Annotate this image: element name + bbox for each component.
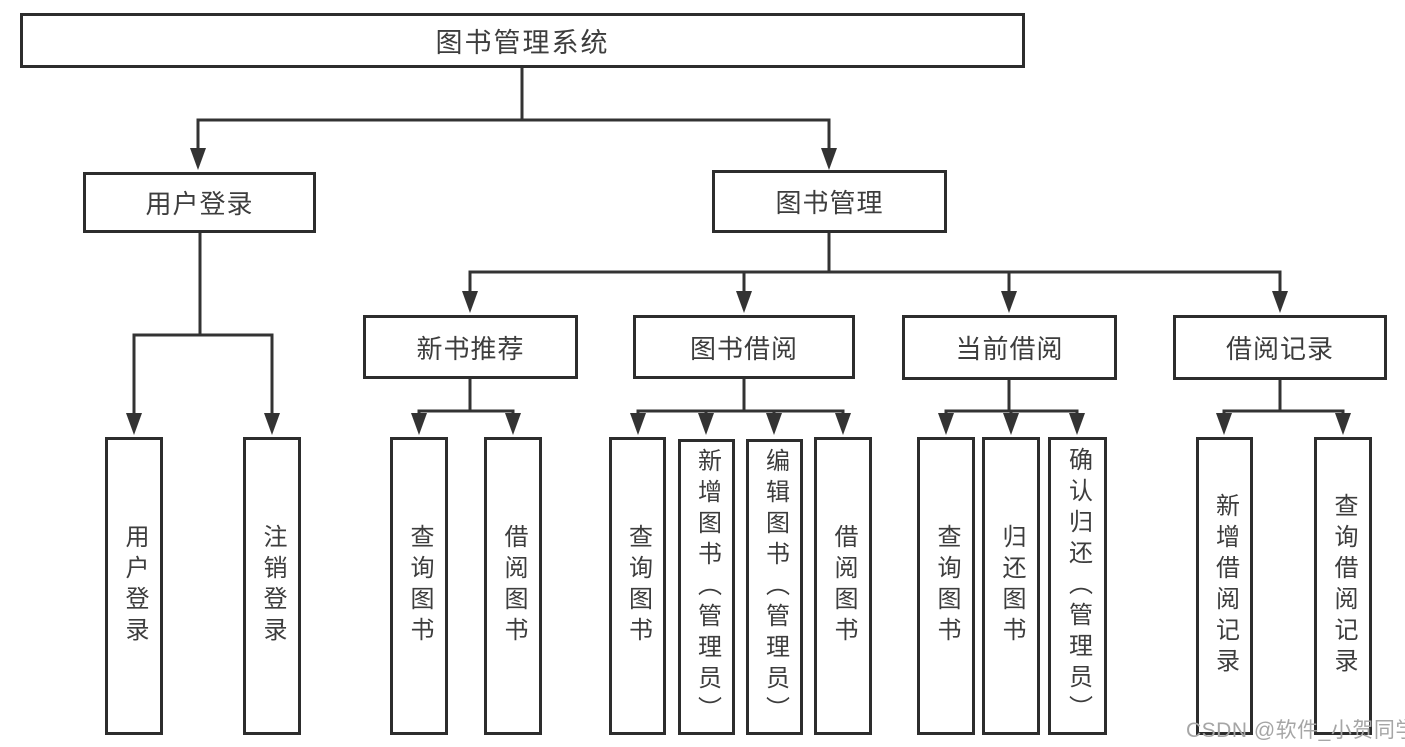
leaf-edit-book-admin-label: 编辑图书（管理员） <box>761 447 789 727</box>
leaf-add-borrow-record-label: 新增借阅记录 <box>1211 493 1239 679</box>
node-user-login-label: 用户登录 <box>145 189 254 219</box>
leaf-confirm-return-admin: 确认归还（管理员） <box>1048 437 1107 735</box>
node-new-book-recommend: 新书推荐 <box>363 315 578 379</box>
leaf-logout-label: 注销登录 <box>259 524 286 648</box>
leaf-edit-book-admin: 编辑图书（管理员） <box>746 439 803 735</box>
leaf-add-borrow-record: 新增借阅记录 <box>1196 437 1253 735</box>
node-new-book-recommend-label: 新书推荐 <box>416 333 525 364</box>
node-book-management: 图书管理 <box>712 170 947 233</box>
leaf-query-books-2: 查询图书 <box>609 437 666 735</box>
leaf-query-books-3-label: 查询图书 <box>933 524 960 648</box>
leaf-user-login-label: 用户登录 <box>121 524 148 648</box>
node-borrow-records: 借阅记录 <box>1173 315 1387 380</box>
leaf-query-books-3: 查询图书 <box>917 437 975 735</box>
leaf-query-borrow-record: 查询借阅记录 <box>1314 437 1372 735</box>
leaf-query-books-2-label: 查询图书 <box>624 524 652 648</box>
leaf-borrow-books-1-label: 借阅图书 <box>500 524 527 648</box>
leaf-add-book-admin-label: 新增图书（管理员） <box>693 447 721 727</box>
leaf-borrow-books-2: 借阅图书 <box>814 437 872 735</box>
node-book-borrow-label: 图书借阅 <box>689 333 798 364</box>
node-library-system: 图书管理系统 <box>20 13 1025 68</box>
leaf-add-book-admin: 新增图书（管理员） <box>678 439 735 735</box>
node-library-system-label: 图书管理系统 <box>435 28 610 58</box>
leaf-query-books-1-label: 查询图书 <box>406 524 433 648</box>
node-current-borrow-label: 当前借阅 <box>955 334 1064 364</box>
leaf-query-borrow-record-label: 查询借阅记录 <box>1330 493 1357 679</box>
leaf-return-book-label: 归还图书 <box>998 524 1025 648</box>
leaf-confirm-return-admin-label: 确认归还（管理员） <box>1064 446 1092 726</box>
leaf-borrow-books-1: 借阅图书 <box>484 437 542 735</box>
leaf-logout: 注销登录 <box>243 437 301 735</box>
node-book-borrow: 图书借阅 <box>633 315 855 379</box>
watermark: CSDN @软件_小贺同学 <box>1186 719 1405 742</box>
node-book-management-label: 图书管理 <box>775 188 884 218</box>
node-current-borrow: 当前借阅 <box>902 315 1117 380</box>
leaf-query-books-1: 查询图书 <box>390 437 448 735</box>
leaf-user-login: 用户登录 <box>105 437 163 735</box>
node-borrow-records-label: 借阅记录 <box>1225 334 1334 364</box>
leaf-return-book: 归还图书 <box>982 437 1040 735</box>
node-user-login: 用户登录 <box>83 172 316 233</box>
leaf-borrow-books-2-label: 借阅图书 <box>830 524 857 648</box>
